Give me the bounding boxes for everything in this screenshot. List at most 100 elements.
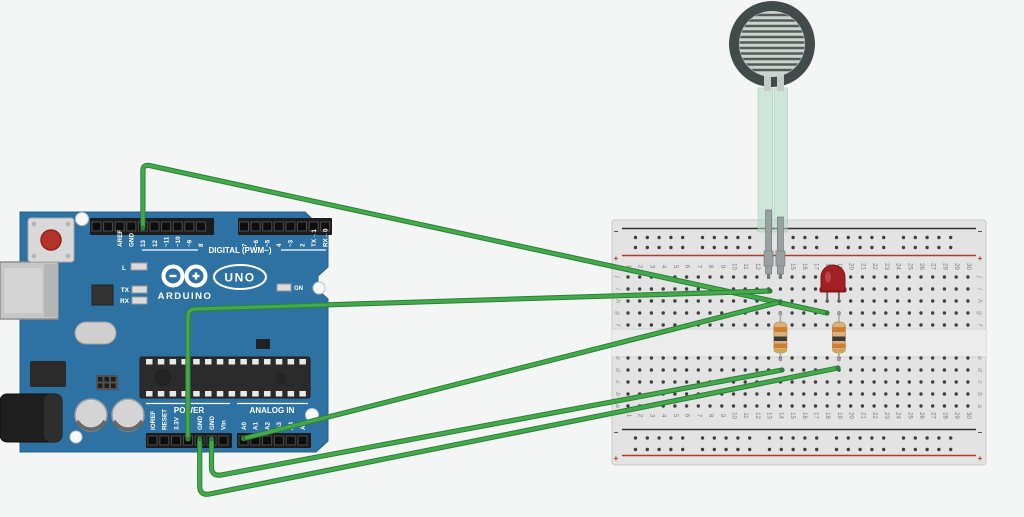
breadboard-rail-hole[interactable] <box>791 235 795 240</box>
breadboard-hole[interactable] <box>860 311 865 315</box>
breadboard-rail-hole[interactable] <box>815 436 819 440</box>
breadboard-rail-hole[interactable] <box>791 436 795 440</box>
breadboard-rail-hole[interactable] <box>901 436 906 440</box>
breadboard-hole[interactable] <box>743 356 747 360</box>
breadboard-hole[interactable] <box>907 299 911 303</box>
power-header-pin[interactable] <box>159 435 170 446</box>
breadboard-hole[interactable] <box>708 323 712 327</box>
breadboard-hole[interactable] <box>907 356 911 360</box>
breadboard-hole[interactable] <box>884 287 888 291</box>
breadboard-hole[interactable] <box>907 380 911 384</box>
breadboard-hole[interactable] <box>626 356 630 360</box>
breadboard-hole[interactable] <box>895 323 900 327</box>
breadboard-hole[interactable] <box>626 287 630 291</box>
breadboard-rail-hole[interactable] <box>736 245 740 250</box>
digital-header-pin[interactable] <box>250 221 261 232</box>
breadboard-hole[interactable] <box>907 287 911 291</box>
breadboard-hole[interactable] <box>755 368 759 372</box>
breadboard-rail-hole[interactable] <box>700 245 705 250</box>
breadboard-hole[interactable] <box>919 323 923 327</box>
breadboard-hole[interactable] <box>649 299 654 303</box>
breadboard-hole[interactable] <box>743 299 747 303</box>
breadboard-hole[interactable] <box>743 392 747 396</box>
breadboard-hole[interactable] <box>626 323 630 327</box>
breadboard-hole[interactable] <box>942 311 947 315</box>
breadboard-rail-hole[interactable] <box>791 245 795 250</box>
breadboard-hole[interactable] <box>626 311 630 315</box>
breadboard-rail-hole[interactable] <box>657 235 661 240</box>
breadboard-rail-hole[interactable] <box>882 235 886 240</box>
breadboard-hole[interactable] <box>884 323 888 327</box>
breadboard-hole[interactable] <box>966 404 970 408</box>
breadboard-hole[interactable] <box>661 368 665 372</box>
breadboard-rail-hole[interactable] <box>712 447 716 452</box>
breadboard-hole[interactable] <box>684 356 689 360</box>
breadboard-hole[interactable] <box>942 287 947 291</box>
breadboard-hole[interactable] <box>638 323 642 327</box>
digital-header-pin[interactable] <box>273 221 284 232</box>
breadboard-hole[interactable] <box>884 275 888 279</box>
breadboard-rail-hole[interactable] <box>882 245 886 250</box>
breadboard-rail-hole[interactable] <box>870 436 874 440</box>
breadboard-hole[interactable] <box>813 404 818 408</box>
breadboard-hole[interactable] <box>954 287 958 291</box>
breadboard-rail-hole[interactable] <box>949 235 953 240</box>
breadboard-hole[interactable] <box>673 287 677 291</box>
breadboard-hole[interactable] <box>731 275 736 279</box>
breadboard-rail-hole[interactable] <box>645 235 649 240</box>
breadboard-hole[interactable] <box>766 311 771 315</box>
digital-header-pin[interactable] <box>91 221 102 232</box>
breadboard-rail-hole[interactable] <box>669 447 673 452</box>
analog-header-pin[interactable] <box>273 435 284 446</box>
breadboard-hole[interactable] <box>849 287 853 291</box>
breadboard-hole[interactable] <box>849 311 853 315</box>
breadboard-hole[interactable] <box>802 392 806 396</box>
breadboard-hole[interactable] <box>790 368 794 372</box>
breadboard-hole[interactable] <box>931 404 935 408</box>
breadboard-hole[interactable] <box>954 380 958 384</box>
wire-gnd-1[interactable] <box>197 365 841 497</box>
breadboard-rail-hole[interactable] <box>846 235 850 240</box>
breadboard-hole[interactable] <box>813 275 818 279</box>
breadboard-hole[interactable] <box>966 392 970 396</box>
breadboard-hole[interactable] <box>708 404 712 408</box>
breadboard-hole[interactable] <box>849 356 853 360</box>
breadboard-hole[interactable] <box>696 380 700 384</box>
breadboard-hole[interactable] <box>743 323 747 327</box>
breadboard-rail-hole[interactable] <box>858 447 862 452</box>
breadboard-hole[interactable] <box>895 392 900 396</box>
breadboard-hole[interactable] <box>954 323 958 327</box>
breadboard-hole[interactable] <box>696 275 700 279</box>
breadboard-hole[interactable] <box>802 311 806 315</box>
breadboard-rail-hole[interactable] <box>937 245 941 250</box>
breadboard-hole[interactable] <box>708 368 712 372</box>
breadboard-hole[interactable] <box>673 356 677 360</box>
breadboard-hole[interactable] <box>872 368 876 372</box>
breadboard-hole[interactable] <box>731 299 736 303</box>
breadboard-hole[interactable] <box>802 368 806 372</box>
breadboard-hole[interactable] <box>743 380 747 384</box>
breadboard-rail-hole[interactable] <box>669 436 673 440</box>
breadboard-hole[interactable] <box>942 392 947 396</box>
power-header-pin[interactable] <box>218 435 229 446</box>
breadboard-hole[interactable] <box>731 404 736 408</box>
breadboard-hole[interactable] <box>813 287 818 291</box>
breadboard-hole[interactable] <box>790 356 794 360</box>
led-body[interactable] <box>820 264 846 292</box>
breadboard-hole[interactable] <box>849 275 853 279</box>
breadboard-rail-hole[interactable] <box>657 436 661 440</box>
breadboard-rail-hole[interactable] <box>779 436 783 440</box>
breadboard-hole[interactable] <box>626 368 630 372</box>
breadboard-hole[interactable] <box>860 323 865 327</box>
breadboard-hole[interactable] <box>849 404 853 408</box>
breadboard-hole[interactable] <box>825 380 829 384</box>
breadboard-hole[interactable] <box>649 311 654 315</box>
breadboard-rail-hole[interactable] <box>925 447 929 452</box>
breadboard-hole[interactable] <box>766 392 771 396</box>
breadboard-hole[interactable] <box>849 380 853 384</box>
wire-5v-to-fsr[interactable] <box>185 288 773 442</box>
breadboard-rail-hole[interactable] <box>803 235 807 240</box>
digital-header-pin[interactable] <box>195 221 206 232</box>
breadboard-hole[interactable] <box>849 323 853 327</box>
breadboard-rail-hole[interactable] <box>949 245 953 250</box>
